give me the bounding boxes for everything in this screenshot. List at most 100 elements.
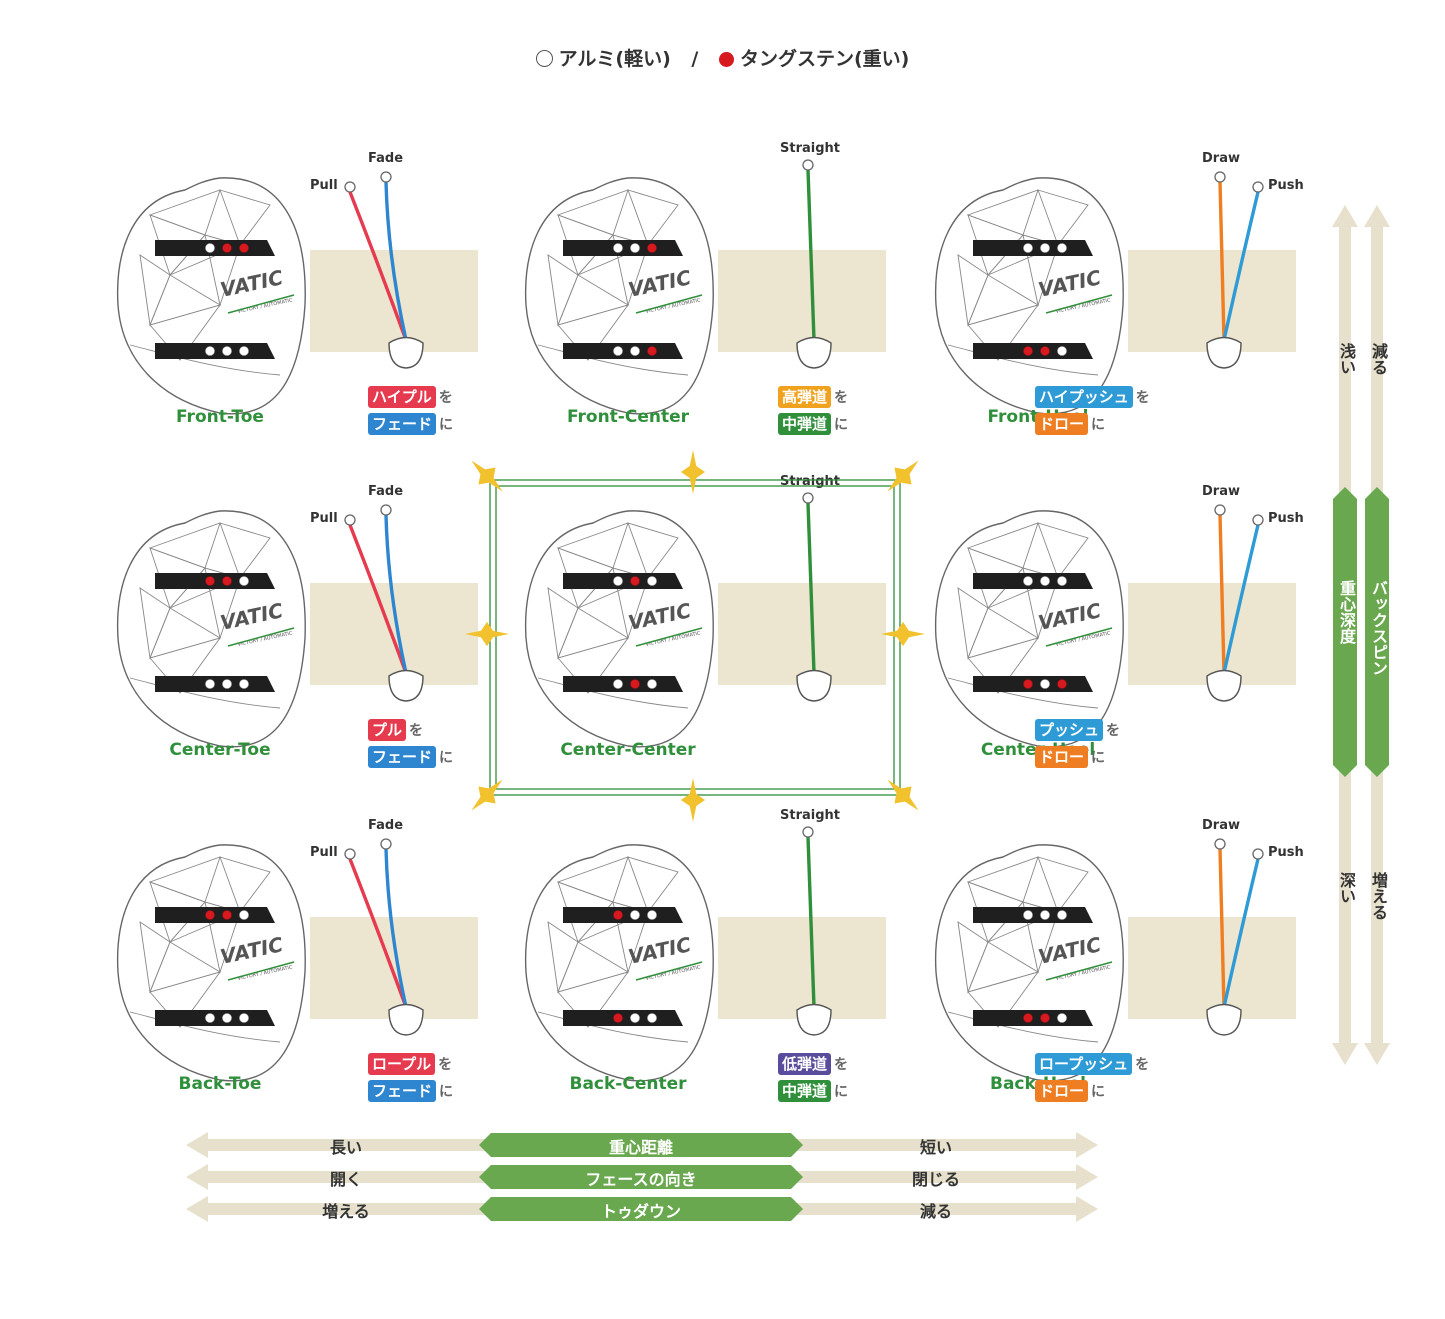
effect-to-suffix: に (439, 750, 454, 766)
aluminum-weight-dot (630, 1013, 640, 1023)
horizontal-arrow (186, 1164, 1098, 1190)
trajectory-label-push: Push (1268, 845, 1304, 860)
effect-from-row: ハイプルを (368, 386, 453, 408)
vbar-top-label: 減る (1369, 343, 1388, 375)
horizontal-bar: 増えるトゥダウン減る (186, 1196, 1098, 1222)
tungsten-weight-dot (1023, 679, 1033, 689)
aluminum-weight-dot (630, 346, 640, 356)
sole-facet (957, 254, 989, 327)
aluminum-weight-dot (630, 243, 640, 253)
aluminum-weight-dot (205, 243, 215, 253)
aluminum-weight-dot (205, 1013, 215, 1023)
trajectory-pull (348, 191, 408, 341)
aluminum-weight-dot (239, 679, 249, 689)
effect-from-suffix: を (438, 1057, 453, 1073)
aluminum-weight-dot (647, 910, 657, 920)
sole-facet (557, 304, 630, 361)
face-band (1128, 250, 1296, 352)
effect-from-row: 高弾道を (778, 386, 848, 408)
tungsten-weight-dot (647, 346, 657, 356)
face-band (1128, 917, 1296, 1019)
logo-underline (227, 627, 295, 647)
trajectory-label-pull: Pull (310, 845, 338, 860)
aluminum-weight-dot (205, 346, 215, 356)
trajectory-label-push: Push (1268, 511, 1304, 526)
trajectory-straight (806, 836, 816, 1008)
star-icon (471, 460, 503, 492)
trajectory-end-marker (344, 181, 356, 193)
tungsten-weight-dot (1023, 1013, 1033, 1023)
aluminum-weight-dot (1057, 346, 1067, 356)
trajectory-label-straight: Straight (780, 141, 840, 156)
bar-center-label: 重心距離 (608, 1138, 673, 1157)
trajectory-end-marker (1214, 171, 1226, 183)
trajectory-label-push: Push (1268, 178, 1304, 193)
aluminum-weight-dot (239, 910, 249, 920)
trajectory-end-marker (802, 492, 814, 504)
effect-to-row: ドローに (1035, 1080, 1105, 1102)
ball-icon (388, 336, 424, 369)
sole-facet (957, 587, 989, 660)
trajectory-label-fade: Fade (368, 484, 404, 499)
face-band (718, 583, 886, 685)
aluminum-weight-dot (1057, 576, 1067, 586)
sole-line (537, 677, 689, 709)
trajectory-label-fade: Fade (368, 151, 404, 166)
ball-icon (388, 669, 424, 702)
trajectory-pull (348, 858, 408, 1008)
face-band (1128, 583, 1296, 685)
trajectory-draw (1218, 514, 1226, 674)
trajectory-end-marker (344, 514, 356, 526)
aluminum-weight-dot (205, 679, 215, 689)
sole-line (129, 344, 281, 376)
tungsten-weight-dot (239, 243, 249, 253)
trajectory-draw (1218, 181, 1226, 341)
effect-from-suffix: を (1135, 1057, 1150, 1073)
trajectory-label-draw: Draw (1202, 484, 1240, 499)
tungsten-weight-dot (1057, 679, 1067, 689)
aluminum-weight-dot (613, 346, 623, 356)
trajectory-push (1222, 524, 1260, 674)
logo-underline (227, 961, 295, 981)
green-vertical-label-arrow (1365, 487, 1389, 777)
effect-from-suffix: を (834, 390, 849, 406)
sole-facet (627, 522, 679, 579)
effect-to-row: 中弾道に (778, 413, 848, 435)
trajectory-end-marker (380, 838, 392, 850)
green-vertical-label-arrow (1333, 487, 1357, 777)
bar-center-label: トゥダウン (600, 1202, 681, 1221)
effect-to-row: フェードに (368, 1080, 453, 1102)
tungsten-weight-dot (630, 576, 640, 586)
sole-line (129, 677, 281, 709)
sole-facet (967, 304, 1040, 361)
green-label-arrow (479, 1133, 803, 1157)
bar-right-label: 減る (919, 1202, 952, 1221)
aluminum-weight-dot (1040, 910, 1050, 920)
effect-to-tag: ドロー (1035, 413, 1089, 435)
trajectory-straight (806, 502, 816, 674)
green-label-arrow (479, 1165, 803, 1189)
effect-from-row: プッシュを (1035, 719, 1120, 741)
legend-tungsten: タングステン(重い) (740, 48, 910, 70)
tungsten-weight-dot (630, 679, 640, 689)
aluminum-weight-dot (239, 346, 249, 356)
position-name: Center-Center (560, 740, 696, 760)
vertical-arrow (1332, 205, 1358, 1065)
effect-to-suffix: に (439, 1084, 454, 1100)
trajectory-straight (806, 169, 816, 341)
ball-icon (796, 669, 832, 702)
position-name: Front-Center (566, 407, 690, 427)
aluminum-weight-dot (613, 576, 623, 586)
legend-separator: / (691, 48, 699, 70)
tungsten-weight-dot (1040, 346, 1050, 356)
trajectory-end-marker (344, 848, 356, 860)
tungsten-weight-dot (205, 910, 215, 920)
tungsten-dot-icon (719, 52, 734, 67)
logo-underline (635, 294, 703, 314)
trajectory-end-marker (1252, 514, 1264, 526)
